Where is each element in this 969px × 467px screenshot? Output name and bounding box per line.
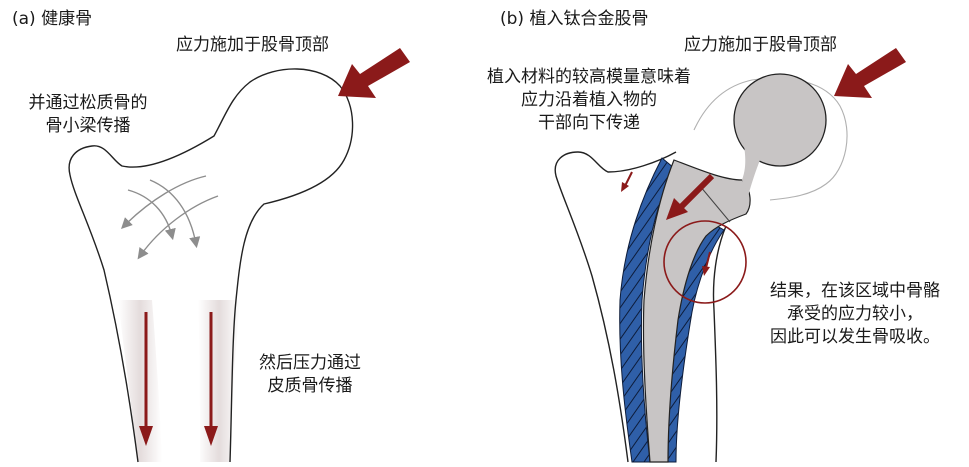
cortical-zone-left <box>118 300 162 462</box>
panel-b-title: (b) 植入钛合金股骨 <box>500 8 648 31</box>
panel-a-force-label: 应力施加于股骨顶部 <box>176 34 329 57</box>
panel-a-cortical-label: 然后压力通过 皮质骨传播 <box>248 352 372 398</box>
trabecular-arrow-2 <box>140 196 218 256</box>
panel-a-trabecular-label: 并通过松质骨的 骨小梁传播 <box>18 92 158 138</box>
implant-stem <box>643 160 750 462</box>
small-arrow-zone-head <box>702 266 710 276</box>
small-arrow-upper-head <box>621 182 629 192</box>
panel-b-result-label: 结果，在该区域中骨骼 承受的应力较小， 因此可以发生骨吸收。 <box>750 280 960 349</box>
panel-b-implant-label: 植入材料的较高模量意味着 应力沿着植入物的 干部向下传递 <box>464 66 714 135</box>
load-arrow-a <box>338 48 410 98</box>
trabecular-arrow-3 <box>128 190 172 236</box>
panel-b-force-label: 应力施加于股骨顶部 <box>684 34 837 57</box>
load-arrow-b <box>834 48 906 98</box>
panel-a-title: (a) 健康骨 <box>12 8 92 31</box>
small-arrow-upper <box>625 172 632 186</box>
